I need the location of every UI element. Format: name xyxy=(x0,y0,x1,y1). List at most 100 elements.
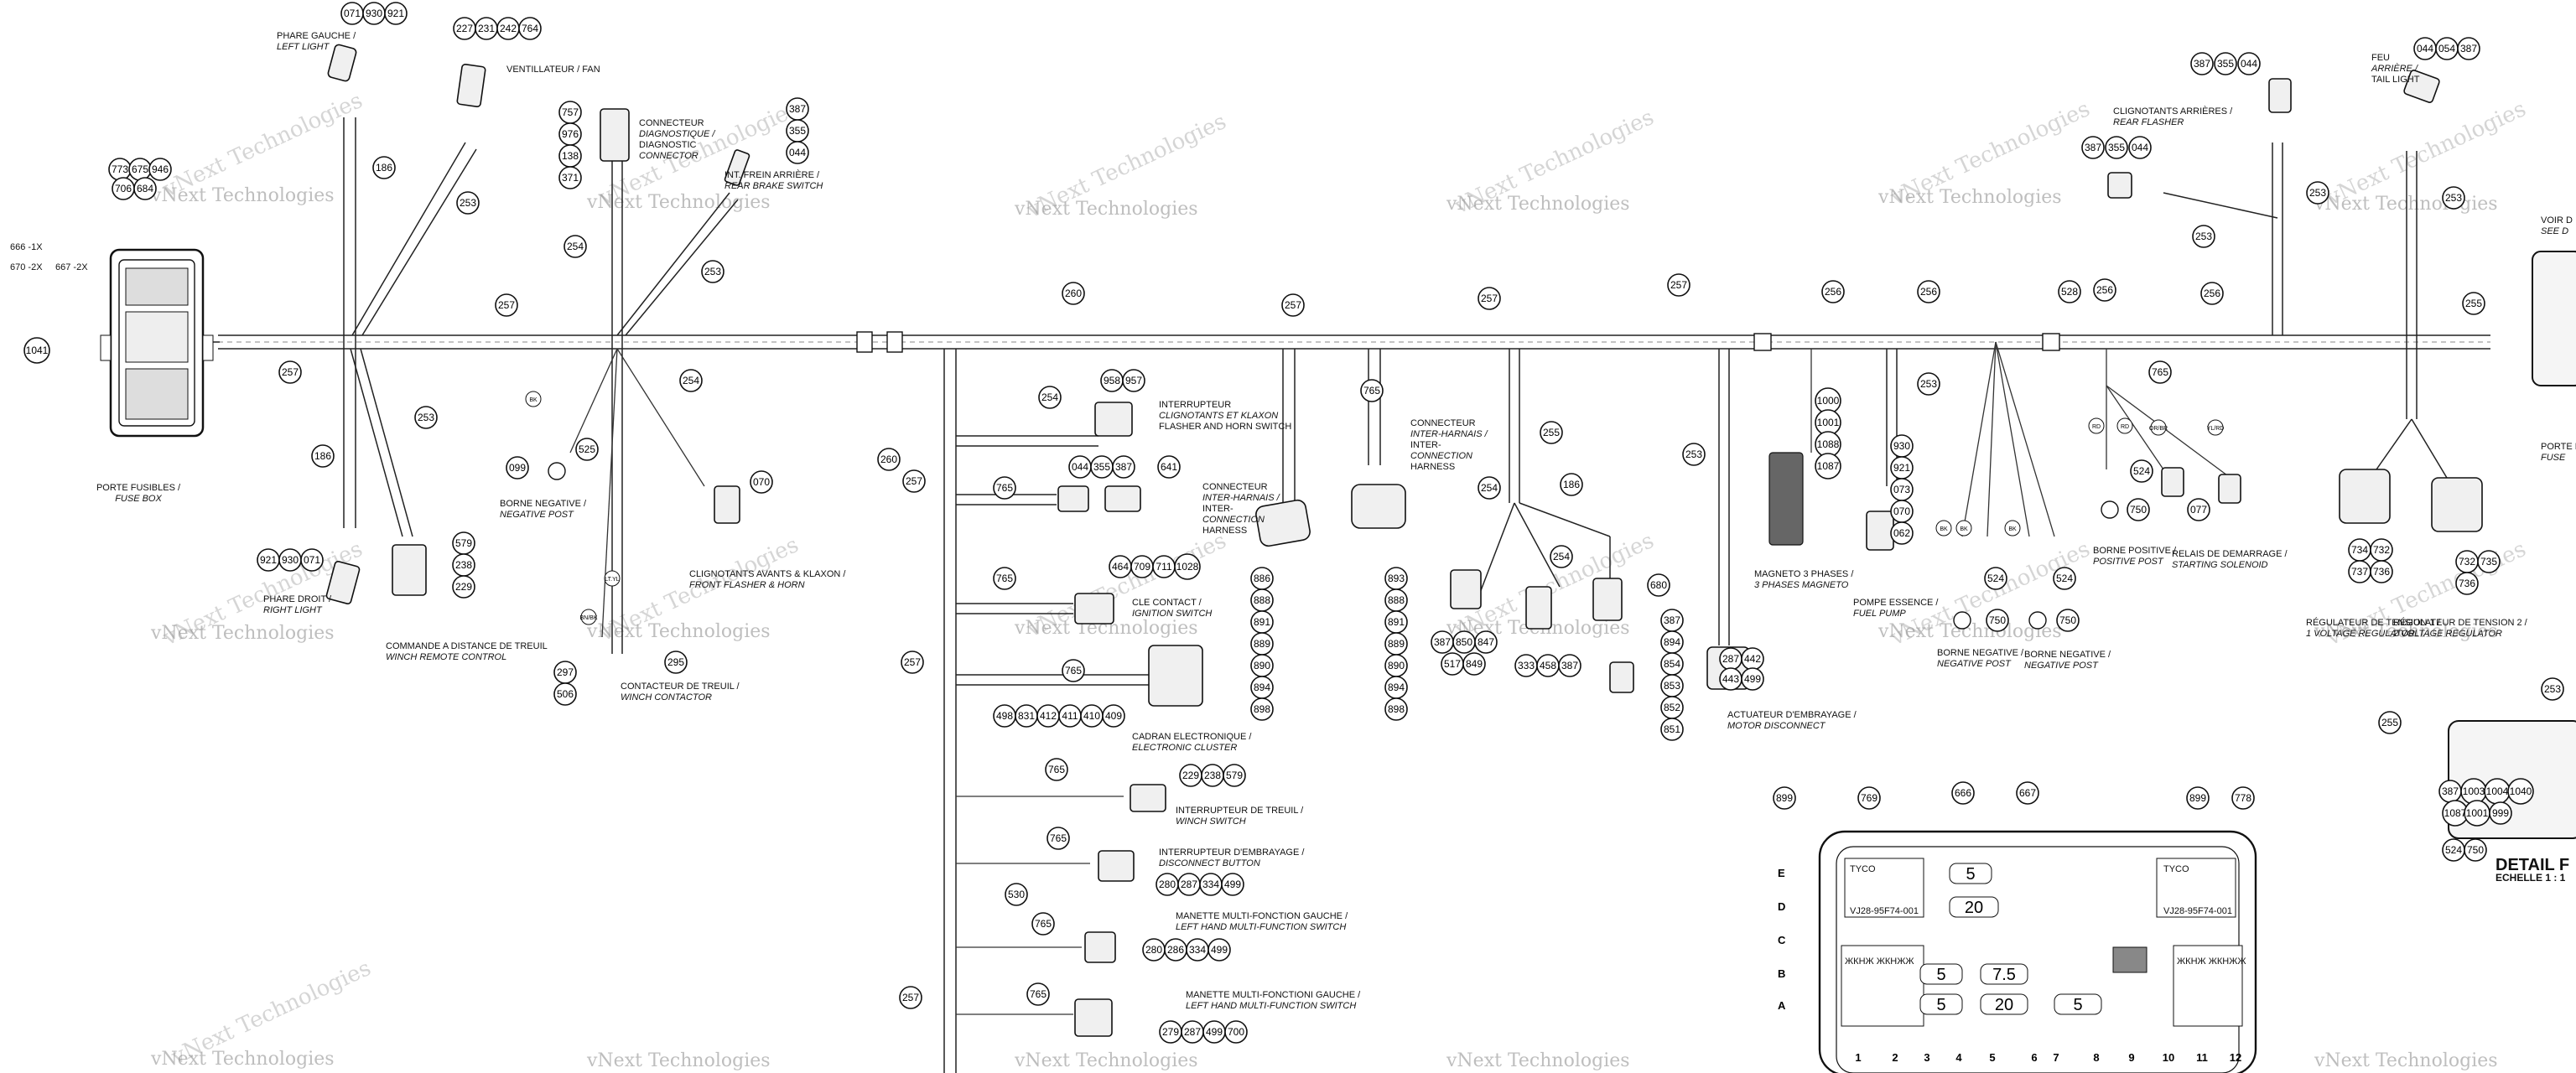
front-flasher-connector[interactable] xyxy=(714,485,740,524)
left-light-connector[interactable] xyxy=(327,44,357,82)
ref-bubble-inter2-4: 890 xyxy=(1384,654,1408,677)
flasher-switch-connector[interactable] xyxy=(1094,402,1133,437)
fuel-pump-connector[interactable] xyxy=(1866,511,1894,551)
wire-numbers: 1862532572572531862542532542602542602577… xyxy=(278,156,2564,1009)
ref-bubble-taillight-2: 387 xyxy=(2457,37,2480,60)
ref-bubble-mfs1-0: 280 xyxy=(1142,938,1166,962)
svg-text:1001: 1001 xyxy=(2466,807,2489,819)
mid-connector-3[interactable] xyxy=(1609,661,1634,693)
svg-text:2: 2 xyxy=(1892,1051,1898,1064)
svg-text:279: 279 xyxy=(1162,1026,1179,1038)
connector-044[interactable] xyxy=(1057,485,1089,512)
svg-text:INTERRUPTEUR D'EMBRAYAGE /: INTERRUPTEUR D'EMBRAYAGE / xyxy=(1159,848,1305,858)
ref-bubble-mfs2-2: 499 xyxy=(1202,1020,1226,1044)
svg-text:411: 411 xyxy=(1062,710,1078,722)
brake-switch-connector[interactable] xyxy=(724,149,750,186)
ignition-connector[interactable] xyxy=(1074,593,1114,625)
svg-text:253: 253 xyxy=(418,412,434,423)
label-rear-flasher: CLIGNOTANTS ARRIÈRES /REAR FLASHER xyxy=(2113,106,2233,127)
fuse-box-right[interactable] xyxy=(2532,251,2576,386)
svg-text:3: 3 xyxy=(1924,1051,1929,1064)
label-tension: RÉGULATEUR DE TENSION 1 /1 VOLTAGE REGUL… xyxy=(2306,617,2441,639)
svg-text:POMPE ESSENCE /: POMPE ESSENCE / xyxy=(1853,598,1939,608)
wire-number-w255b: 255 xyxy=(2462,292,2485,315)
mfs2-connector[interactable] xyxy=(1074,998,1113,1037)
mid-connector-1[interactable] xyxy=(1450,569,1482,609)
fan-connector[interactable] xyxy=(456,64,486,107)
ref-bubble-fan-0: 227 xyxy=(453,17,476,40)
svg-text:253: 253 xyxy=(460,197,476,209)
wire-number-w253d: 253 xyxy=(1682,443,1706,466)
svg-text:044: 044 xyxy=(2417,43,2433,54)
svg-text:8: 8 xyxy=(2093,1051,2099,1064)
winch-remote-connector[interactable] xyxy=(392,544,427,596)
ref-bubble-taillight-1: 054 xyxy=(2435,37,2459,60)
svg-text:257: 257 xyxy=(1481,293,1498,304)
svg-text:1003: 1003 xyxy=(2463,785,2485,797)
ref-bubble-diag-3: 371 xyxy=(558,166,582,189)
wire-number-w253h: 253 xyxy=(2306,181,2329,205)
ref-bubble-winch_sw-0: 229 xyxy=(1179,764,1202,787)
svg-text:524: 524 xyxy=(1987,573,2004,584)
ref-bubble-motor_disc-3: 499 xyxy=(1741,667,1764,691)
solenoid-connector-2[interactable] xyxy=(2218,474,2241,504)
ref-bubble-cluster-1: 831 xyxy=(1015,704,1038,728)
fuse-box-left[interactable] xyxy=(100,248,214,438)
label-cluster: CADRAN ELECTRONIQUE /ELECTRONIC CLUSTER xyxy=(1132,732,1252,753)
connector-680[interactable] xyxy=(1592,578,1623,621)
svg-text:528: 528 xyxy=(2061,286,2078,298)
right-light-connector[interactable] xyxy=(325,561,361,604)
solenoid-connector-1[interactable] xyxy=(2161,467,2184,497)
mfs1-connector[interactable] xyxy=(1084,931,1116,963)
svg-text:CONNECTEUR: CONNECTEUR xyxy=(1202,482,1268,492)
svg-text:1028: 1028 xyxy=(1176,561,1199,573)
svg-text:765: 765 xyxy=(1065,665,1082,676)
svg-text:BK: BK xyxy=(529,397,538,403)
svg-text:253: 253 xyxy=(2195,231,2212,242)
svg-text:890: 890 xyxy=(1388,660,1405,671)
voltage-regulator-2[interactable] xyxy=(2431,477,2483,532)
tail-rear-connector[interactable] xyxy=(2268,78,2292,113)
disconnect-button-connector[interactable] xyxy=(1098,850,1135,882)
connector-641[interactable] xyxy=(1104,485,1141,512)
diag-connector[interactable] xyxy=(600,108,630,162)
cluster-connector[interactable] xyxy=(1148,645,1203,707)
fusebox-code-2: 670 -2X xyxy=(10,262,43,272)
svg-text:ACTUATEUR D'EMBRAYAGE /: ACTUATEUR D'EMBRAYAGE / xyxy=(1727,710,1857,720)
mid-connector-2[interactable] xyxy=(1525,586,1552,630)
wire-number-w253e: 253 xyxy=(1917,372,1940,396)
ref-bubble-detail_f-1: 1003 xyxy=(2460,778,2487,805)
ref-bubble-mid2-1: 458 xyxy=(1536,654,1560,677)
svg-text:750: 750 xyxy=(2130,504,2147,516)
winch-switch-connector[interactable] xyxy=(1130,784,1166,812)
svg-text:287: 287 xyxy=(1722,653,1739,665)
row-E: E xyxy=(1778,867,1785,879)
svg-text:INTERRUPTEUR: INTERRUPTEUR xyxy=(1159,400,1231,410)
svg-text:253: 253 xyxy=(1920,378,1937,390)
ref-bubble-rear_flasher-1: 355 xyxy=(2105,136,2128,159)
rear-flasher-connector[interactable] xyxy=(2107,172,2132,199)
ref-bubble-fusebox_top-1: 675 xyxy=(128,158,152,181)
svg-text:387: 387 xyxy=(1434,636,1451,648)
magneto-connector[interactable] xyxy=(1768,452,1804,546)
ref-bubble-detail_f-8: 750 xyxy=(2464,838,2487,862)
svg-text:DETAIL F: DETAIL F xyxy=(2496,856,2569,874)
label-magneto: MAGNETO 3 PHASES /3 PHASES MAGNETO xyxy=(1754,569,1854,590)
inter-connector-1[interactable] xyxy=(1254,499,1311,547)
svg-text:NEGATIVE POST: NEGATIVE POST xyxy=(500,510,574,520)
wire-number-w256d: 256 xyxy=(2200,282,2224,305)
taillight-connector[interactable] xyxy=(2403,70,2440,104)
inter-connector-2[interactable] xyxy=(1351,484,1406,529)
svg-text:DIAGNOSTIC: DIAGNOSTIC xyxy=(639,140,697,150)
svg-text:764: 764 xyxy=(522,23,538,34)
voltage-regulator-1[interactable] xyxy=(2339,469,2391,524)
svg-text:242: 242 xyxy=(500,23,517,34)
svg-text:579: 579 xyxy=(455,537,472,549)
svg-text:458: 458 xyxy=(1540,660,1556,671)
ref-bubble-mfs1-1: 286 xyxy=(1164,938,1187,962)
ref-bubble-tl_top-0: 387 xyxy=(2190,52,2214,75)
svg-text:TYCO: TYCO xyxy=(1850,864,1876,874)
svg-text:BORNE NEGATIVE /: BORNE NEGATIVE / xyxy=(1937,648,2024,658)
